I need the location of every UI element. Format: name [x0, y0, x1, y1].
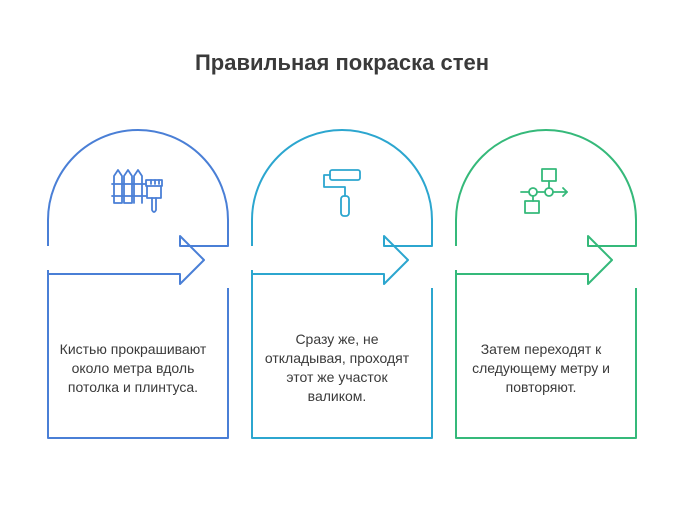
step-card-3-bottom — [455, 270, 637, 439]
step-card-2 — [251, 129, 433, 439]
step-1-text: Кистью прокрашивают около метра вдоль по… — [48, 300, 218, 436]
step-card-1 — [47, 129, 229, 439]
paint-roller-icon — [323, 169, 361, 217]
step-card-3 — [455, 129, 637, 439]
flow-steps-icon — [520, 168, 568, 214]
step-2-text: Сразу же, не откладывая, проходят этот ж… — [252, 300, 422, 436]
step-card-3-top — [455, 129, 637, 285]
step-3-description: Затем переходят к следующему метру и пов… — [472, 340, 610, 395]
step-1-description: Кистью прокрашивают около метра вдоль по… — [59, 340, 207, 395]
step-card-1-top — [47, 129, 229, 285]
page-title: Правильная покраска стен — [194, 50, 490, 75]
step-card-2-bottom — [251, 270, 433, 439]
step-3-text: Затем переходят к следующему метру и пов… — [456, 300, 626, 436]
step-2-description: Сразу же, не откладывая, проходят этот ж… — [264, 331, 410, 404]
brush-fence-icon — [111, 169, 163, 213]
step-card-2-top — [251, 129, 433, 285]
step-card-1-bottom — [47, 270, 229, 439]
